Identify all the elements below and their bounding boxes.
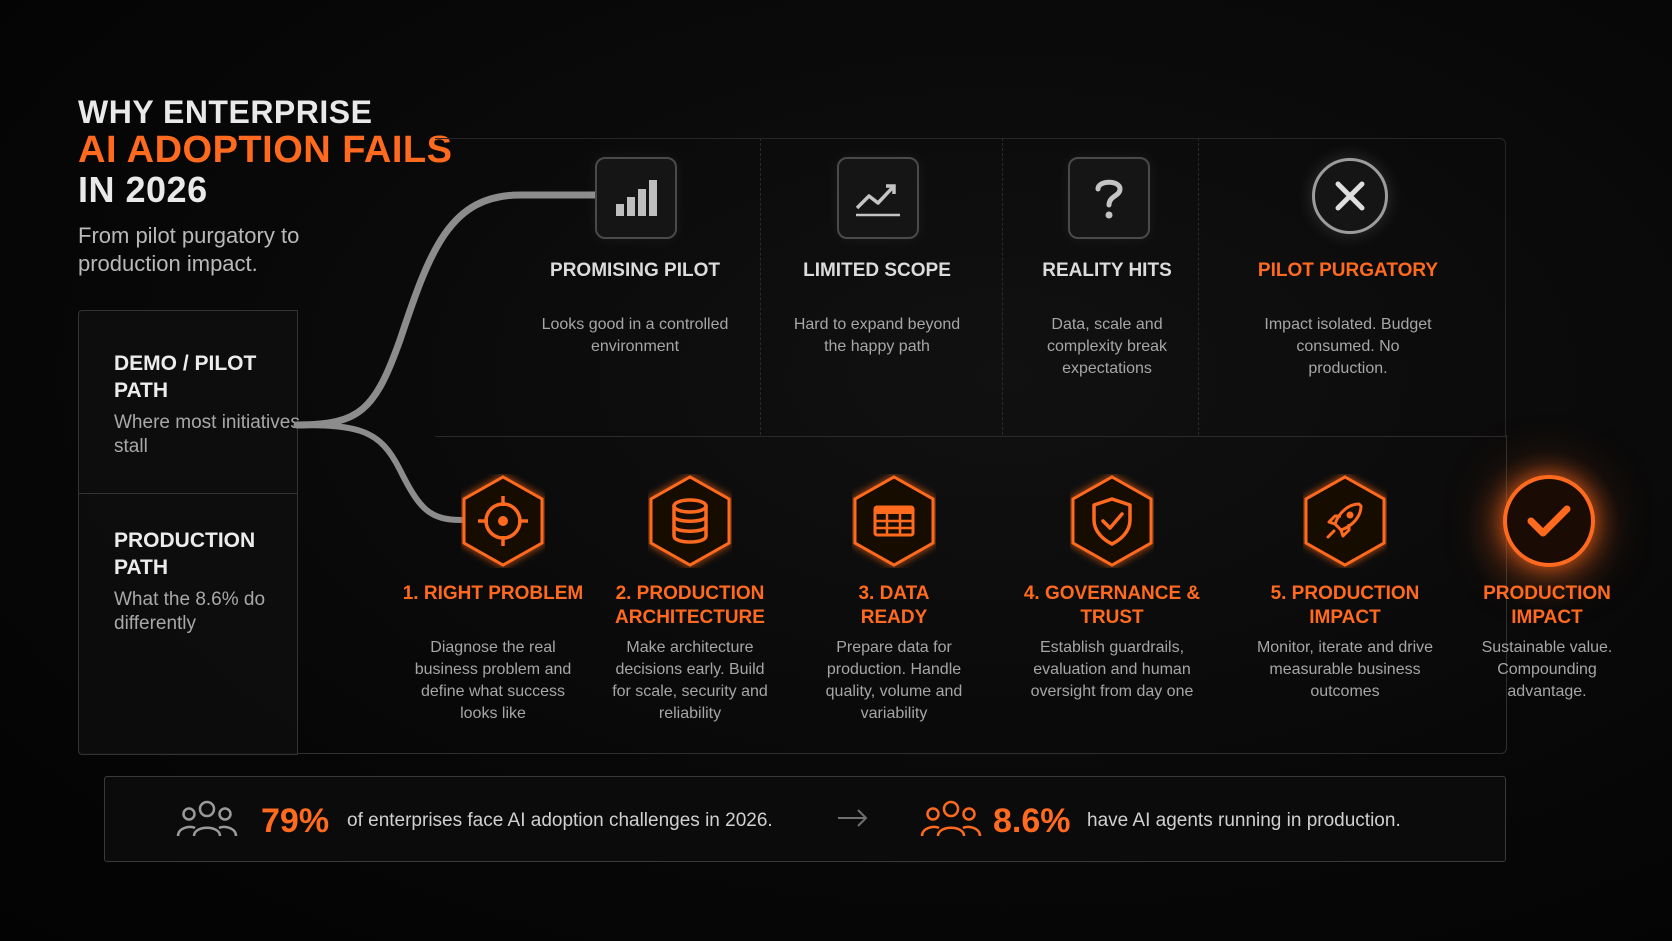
pilot-step-desc: Data, scale and complexity break expecta… xyxy=(1046,316,1168,377)
production-step-title: 5. PRODUCTION IMPACT xyxy=(1270,583,1420,628)
question-icon xyxy=(1068,157,1150,239)
path-labels-panel xyxy=(78,310,298,755)
shield-check-icon xyxy=(1070,474,1154,568)
pilot-row-frame xyxy=(435,138,1506,437)
production-step-desc: Monitor, iterate and drive measurable bu… xyxy=(1256,639,1434,700)
divider xyxy=(1002,138,1003,435)
production-path-title: PRODUCTION PATH xyxy=(114,529,256,579)
production-step-desc: Establish guardrails, evaluation and hum… xyxy=(1030,639,1194,700)
database-icon xyxy=(648,474,732,568)
pilot-step-desc: Looks good in a controlled environment xyxy=(541,316,729,355)
production-step-title-line: 1. RIGHT PROBLEM xyxy=(402,583,584,604)
title-line-3: IN 2026 xyxy=(78,169,208,210)
pilot-step-title: PROMISING PILOT xyxy=(550,260,720,281)
production-step-title: 4. GOVERNANCE & TRUST xyxy=(1023,583,1201,628)
pilot-branch-line xyxy=(293,191,599,429)
pilot-step-title: REALITY HITS xyxy=(1042,260,1172,281)
bar-chart-icon xyxy=(595,157,677,239)
production-step-desc: Prepare data for production. Handle qual… xyxy=(825,639,963,722)
table-icon xyxy=(852,474,936,568)
production-step-title: 3. DATA READY xyxy=(858,583,930,628)
pilot-step-desc: Impact isolated. Budget consumed. No pro… xyxy=(1264,316,1432,377)
demo-path-title: DEMO / PILOT PATH xyxy=(114,352,257,402)
stat-text: of enterprises face AI adoption challeng… xyxy=(347,810,773,831)
production-step-title: 2. PRODUCTION ARCHITECTURE xyxy=(615,583,765,628)
users-icon xyxy=(176,798,238,845)
stat-value: 79% xyxy=(261,802,330,840)
production-step-desc: Diagnose the real business problem and d… xyxy=(414,639,572,722)
stats-bar xyxy=(104,776,1506,862)
production-step-title: 1. RIGHT PROBLEM xyxy=(393,582,593,606)
production-path-subtitle: What the 8.6% do differently xyxy=(114,589,266,634)
divider xyxy=(1198,138,1199,435)
production-step-title: PRODUCTION IMPACT xyxy=(1483,583,1611,628)
title-line-2: AI ADOPTION FAILS xyxy=(78,129,453,171)
pilot-step-title: PILOT PURGATORY xyxy=(1257,260,1439,281)
stat-value: 8.6% xyxy=(993,802,1071,840)
target-icon xyxy=(461,474,545,568)
users-icon xyxy=(920,798,982,845)
production-step-desc: Sustainable value. Compounding advantage… xyxy=(1481,639,1613,700)
demo-path-subtitle: Where most initiatives stall xyxy=(114,412,300,457)
pilot-step-title: LIMITED SCOPE xyxy=(803,260,951,281)
divider xyxy=(78,493,297,494)
divider xyxy=(760,138,761,435)
arrow-right-icon xyxy=(836,806,870,835)
rocket-icon xyxy=(1303,474,1387,568)
production-step-desc: Make architecture decisions early. Build… xyxy=(612,639,768,722)
title-line-1: WHY ENTERPRISE xyxy=(78,94,373,130)
pilot-step-desc: Hard to expand beyond the happy path xyxy=(793,316,961,355)
close-icon xyxy=(1312,158,1388,234)
trend-up-icon xyxy=(837,157,919,239)
production-branch-line xyxy=(294,422,465,523)
subtitle: From pilot purgatory to production impac… xyxy=(78,223,300,276)
checkmark-icon xyxy=(1503,475,1595,567)
stat-text: have AI agents running in production. xyxy=(1087,810,1401,831)
